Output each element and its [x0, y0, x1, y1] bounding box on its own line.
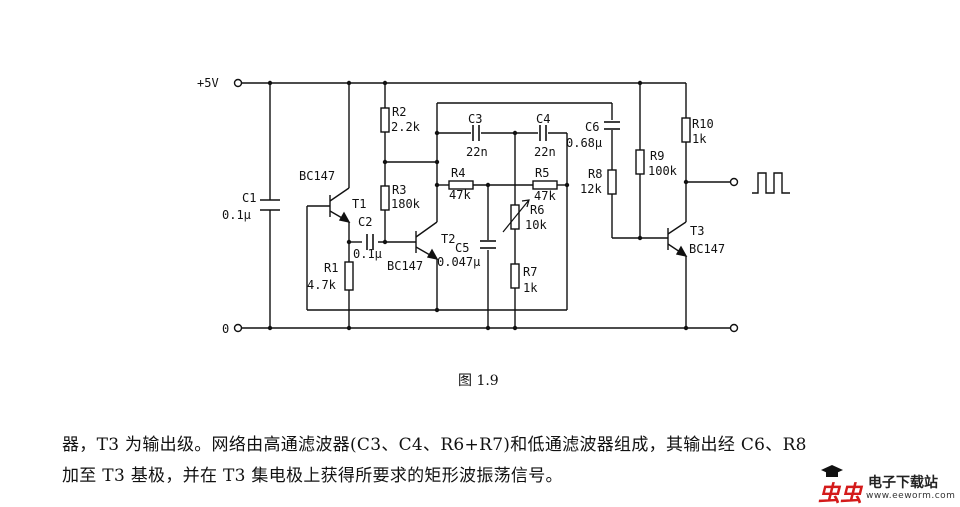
r2-body [380, 107, 390, 133]
r1-body [344, 261, 354, 291]
c5-value: 0.047μ [437, 255, 480, 269]
r3-label: R3 [392, 183, 406, 197]
r2-value: 2.2k [391, 120, 421, 134]
square-wave-icon [752, 172, 790, 194]
t1-label: T1 [352, 197, 366, 211]
c2-value: 0.1μ [353, 247, 382, 261]
watermark-logo: 虫虫 [818, 482, 863, 507]
watermark-name: 电子下载站 [868, 475, 938, 491]
r8-label: R8 [588, 167, 602, 181]
gnd-label: 0 [222, 322, 229, 336]
gnd-terminal-left [233, 323, 243, 333]
r4-label: R4 [451, 166, 465, 180]
transistor-t2 [415, 221, 439, 261]
output-terminal [729, 177, 739, 187]
site-watermark: 虫虫 电子下载站 www.eeworm.com [818, 458, 958, 507]
c3-label: C3 [468, 112, 482, 126]
watermark-url: www.eeworm.com [866, 491, 956, 501]
c5-label: C5 [455, 241, 469, 255]
transistor-t1 [329, 187, 351, 224]
body-text-line-1: 器，T3 为输出级。网络由高通滤波器(C3、C4、R6+R7)和低通滤波器组成，… [62, 435, 807, 455]
r6-label: R6 [530, 203, 544, 217]
r5-body [532, 180, 558, 190]
r3-value: 180k [391, 197, 421, 211]
c1-label: C1 [242, 191, 256, 205]
r10-value: 1k [692, 132, 707, 146]
r2-label: R2 [392, 105, 406, 119]
gnd-terminal-right [729, 323, 739, 333]
r4-value: 47k [449, 188, 471, 202]
r7-value: 1k [523, 281, 538, 295]
r1-label: R1 [324, 261, 338, 275]
c3-value: 22n [466, 145, 488, 159]
body-text-line-2: 加至 T3 基极，并在 T3 集电极上获得所要求的矩形波振荡信号。 [62, 466, 563, 486]
terminals [233, 78, 739, 333]
r6-value: 10k [525, 218, 547, 232]
r4-body [448, 180, 474, 190]
r8-value: 12k [580, 182, 602, 196]
c4-value: 22n [534, 145, 556, 159]
capacitors [260, 121, 620, 250]
r8-body [607, 169, 617, 195]
r5-label: R5 [535, 166, 549, 180]
r7-label: R7 [523, 265, 537, 279]
r9-label: R9 [650, 149, 664, 163]
figure-caption: 图 1.9 [458, 373, 499, 389]
vcc-terminal [233, 78, 243, 88]
vcc-label: +5V [197, 76, 219, 90]
graduation-cap-icon [821, 465, 843, 477]
r9-value: 100k [648, 164, 678, 178]
c4-label: C4 [536, 112, 550, 126]
r9-body [635, 149, 645, 175]
r10-body [681, 117, 691, 143]
circuit-schematic: +5V 0 C1 0.1μ BC147 T1 R1 4.7k C2 0.1μ R… [197, 76, 790, 336]
r5-value: 47k [534, 189, 556, 203]
r7-body [510, 263, 520, 289]
c2-label: C2 [358, 215, 372, 229]
t3-label: T3 [690, 224, 704, 238]
t2-label: T2 [441, 232, 455, 246]
c1-value: 0.1μ [222, 208, 251, 222]
r6-variable-arrow [502, 199, 530, 233]
junction-dots [267, 80, 689, 331]
c6-value: 0.68μ [566, 136, 602, 150]
transistor-t3 [667, 221, 688, 258]
r3-body [380, 185, 390, 211]
t3-type-label: BC147 [689, 242, 725, 256]
t2-type-label: BC147 [387, 259, 423, 273]
c6-label: C6 [585, 120, 599, 134]
r10-label: R10 [692, 117, 714, 131]
t1-type-label: BC147 [299, 169, 335, 183]
r1-value: 4.7k [307, 278, 337, 292]
